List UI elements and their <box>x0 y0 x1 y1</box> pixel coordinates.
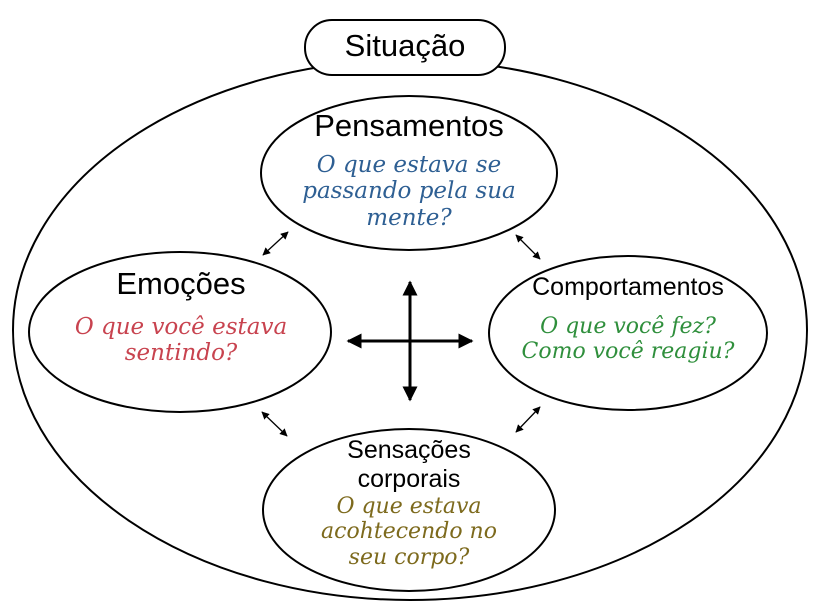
thoughts-question-line: O que estava se <box>316 152 502 178</box>
body-title: Sensações corporais <box>263 436 555 494</box>
emotions-ellipse <box>28 251 332 413</box>
behaviors-question-line: O que você fez? <box>540 314 716 339</box>
body-title-line: Sensações <box>347 436 471 464</box>
arrow-behaviors-body <box>515 406 541 433</box>
thoughts-title: Pensamentos <box>314 108 504 143</box>
situation-label: Situação <box>344 28 466 63</box>
body-ellipse <box>262 428 556 592</box>
behaviors-question: O que você fez? Como você reagiu? <box>489 314 767 365</box>
thoughts-question-line: passando pela sua <box>302 178 516 205</box>
body-question-line: seu corpo? <box>348 544 470 570</box>
body-title-line: corporais <box>357 464 461 493</box>
body-question-line: O que estava <box>336 494 482 519</box>
body-question-line: acohtecendo no <box>321 519 497 545</box>
behaviors-title: Comportamentos <box>532 273 724 301</box>
thoughts-ellipse <box>260 95 558 251</box>
arrow-emotions-body <box>261 411 288 437</box>
emotions-question-line: sentindo? <box>124 340 238 367</box>
arrow-thoughts-emotions <box>262 231 289 256</box>
emotions-question: O que você estava sentindo? <box>30 314 332 367</box>
behaviors-ellipse <box>488 255 768 411</box>
body-question: O que estava acohtecendo no seu corpo? <box>263 494 555 570</box>
situation-box <box>304 19 506 76</box>
thoughts-question-line: mente? <box>366 204 452 231</box>
behaviors-question-line: Como você reagiu? <box>521 339 735 365</box>
emotions-question-line: O que você estava <box>74 314 288 340</box>
thoughts-question: O que estava se passando pela sua mente? <box>261 152 557 231</box>
emotions-title: Emoções <box>116 266 246 301</box>
arrow-thoughts-behaviors <box>515 234 541 260</box>
